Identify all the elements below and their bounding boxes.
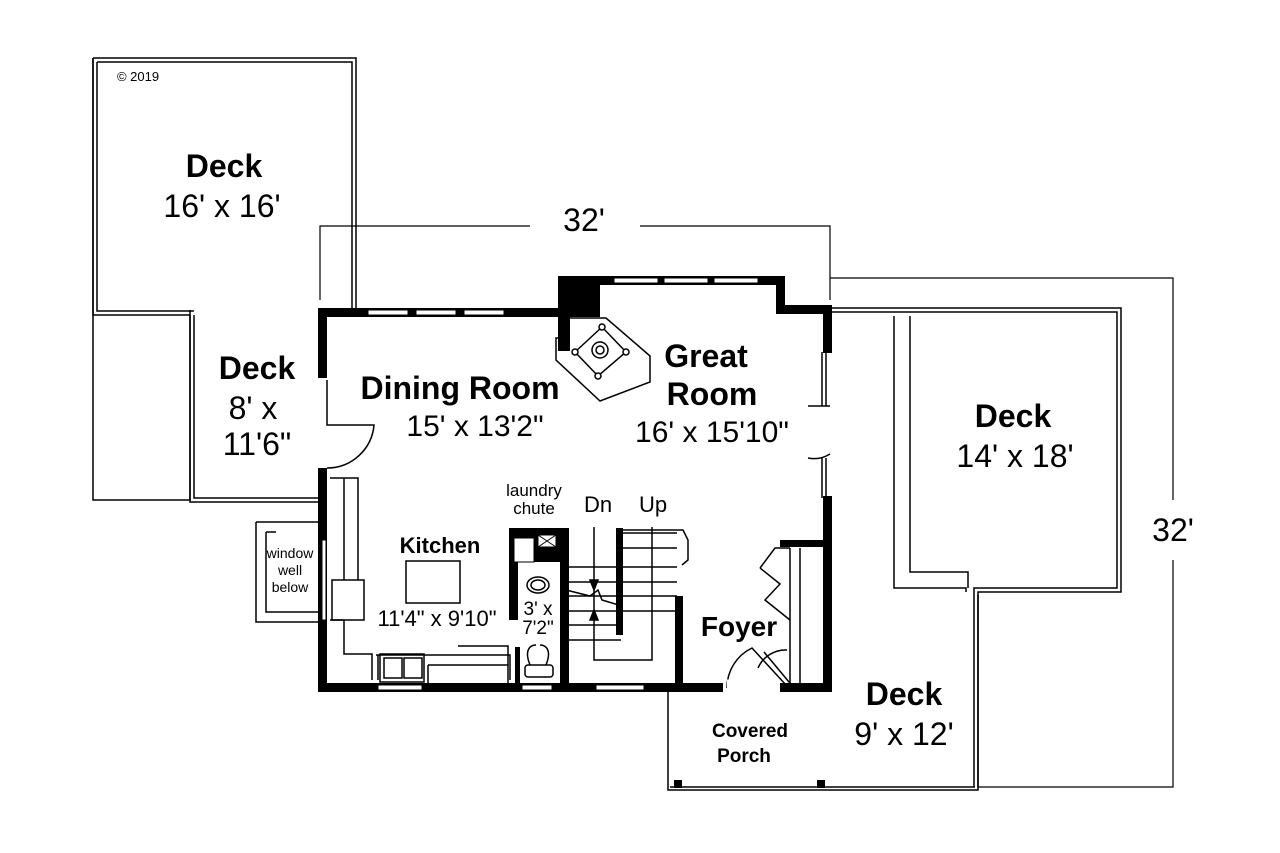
porch-name-line2: Porch <box>717 746 771 767</box>
dimension-right: 32' <box>1150 510 1196 550</box>
porch-name-line1: Covered <box>711 721 789 742</box>
foyer-name: Foyer <box>700 611 778 642</box>
great-room-size: 16' x 15'10" <box>635 416 789 449</box>
dimension-top: 32' <box>555 204 613 236</box>
great-room-name-line2: Room <box>666 376 758 412</box>
window-well-line3: below <box>271 579 309 595</box>
laundry-chute-line1: laundry <box>506 481 562 500</box>
dining-room-size: 15' x 13'2" <box>406 410 544 443</box>
bath-size-line1: 3' x <box>523 599 553 620</box>
deck-left-size-line1: 8' x <box>228 390 278 426</box>
staircase <box>565 527 689 661</box>
laundry-chute-line2: chute <box>513 499 555 518</box>
stairs-up-label: Up <box>638 492 668 517</box>
deck-right-name: Deck <box>974 398 1052 434</box>
deck-bottom-size: 9' x 12' <box>854 716 954 752</box>
stairs-down-label: Dn <box>583 492 613 517</box>
window-well-line2: well <box>277 562 303 578</box>
deck-top-left-size: 16' x 16' <box>163 188 281 224</box>
window-well-line1: window <box>266 545 314 561</box>
bath-size-line2: 7'2" <box>522 618 554 639</box>
deck-left-size-line2: 11'6" <box>222 426 292 462</box>
deck-bottom-name: Deck <box>865 676 943 712</box>
great-room-name-line1: Great <box>664 338 748 374</box>
deck-top-left-name: Deck <box>185 148 263 184</box>
deck-right-size: 14' x 18' <box>956 438 1074 474</box>
fireplace <box>555 317 651 402</box>
dining-room-name: Dining Room <box>360 370 560 406</box>
kitchen-name: Kitchen <box>399 533 481 558</box>
deck-left-name: Deck <box>218 350 296 386</box>
kitchen-size: 11'4" x 9'10" <box>377 606 497 631</box>
copyright-text: © 2019 <box>116 69 160 84</box>
